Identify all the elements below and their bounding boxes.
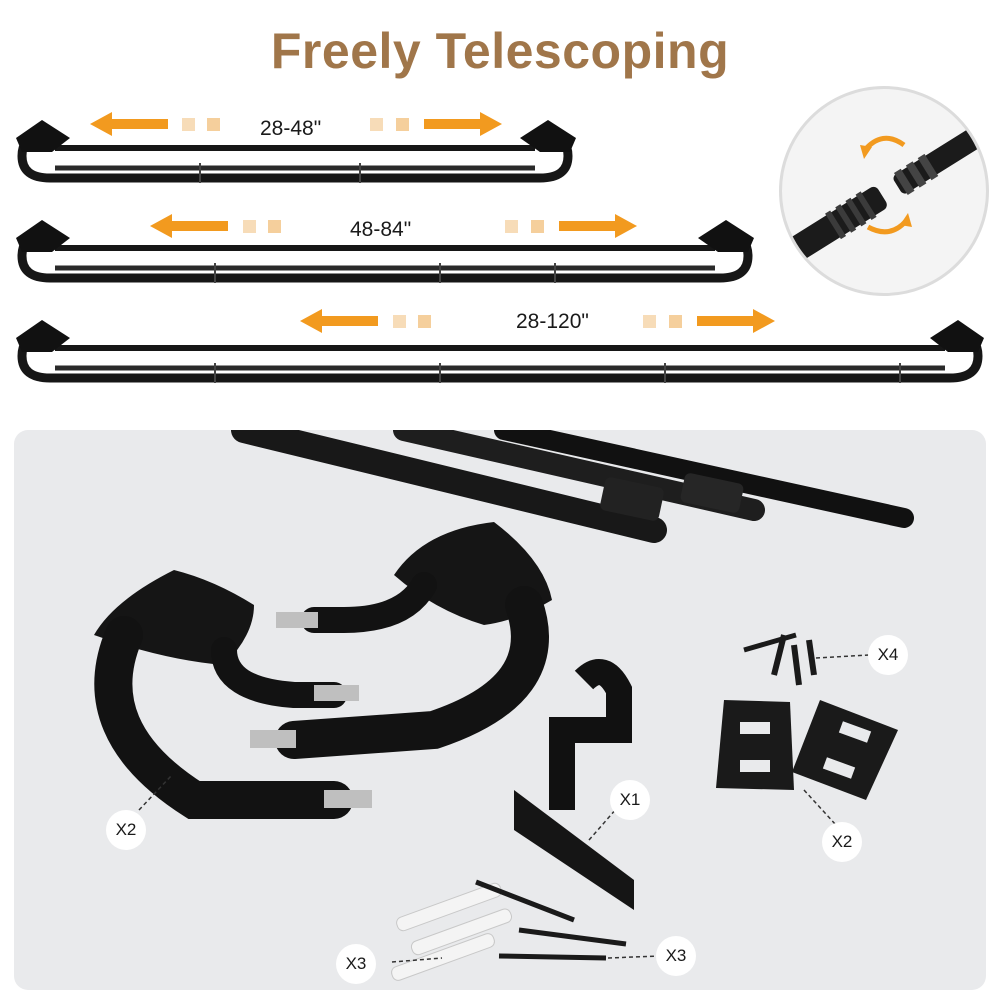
hardware-kit-panel: X2 X4 X2 X1 X3 X3 (14, 430, 986, 990)
rod-48-84 (0, 208, 770, 298)
dot (418, 315, 431, 328)
dot (396, 118, 409, 131)
qty-badge-brackets: X2 (106, 810, 146, 850)
dot (207, 118, 220, 131)
rod-length-label: 48-84" (350, 218, 412, 241)
dot (505, 220, 518, 233)
wall-anchors (391, 882, 513, 981)
dot (669, 315, 682, 328)
rod-length-label: 28-120" (516, 310, 589, 333)
dot (243, 220, 256, 233)
page-title: Freely Telescoping (270, 23, 730, 79)
arrow-left-icon (150, 214, 228, 238)
arrow-right-icon (424, 112, 502, 136)
dot (370, 118, 383, 131)
rod-sections (231, 430, 914, 543)
dot (182, 118, 195, 131)
rotate-icon (860, 135, 912, 235)
qty-badge-long-screws: X3 (656, 936, 696, 976)
dot (531, 220, 544, 233)
arrow-right-icon (697, 309, 775, 333)
qty-badge-single-bracket: X1 (610, 780, 650, 820)
telescoping-detail-zoom (779, 86, 989, 296)
qty-badge-small-screws: X4 (868, 635, 908, 675)
rod-length-label: 28-48" (260, 117, 322, 140)
arrow-left-icon (90, 112, 168, 136)
double-bracket (94, 522, 552, 819)
qty-badge-anchors: X3 (336, 944, 376, 984)
rod-28-48 (0, 108, 590, 198)
rod-28-120 (0, 308, 1000, 398)
mounting-plates (716, 700, 898, 800)
dot (268, 220, 281, 233)
arrow-left-icon (300, 309, 378, 333)
dot (393, 315, 406, 328)
arrow-right-icon (559, 214, 637, 238)
single-bracket (514, 659, 634, 910)
dot (643, 315, 656, 328)
small-screws (743, 632, 817, 686)
long-screws (475, 879, 627, 961)
qty-badge-plates: X2 (822, 822, 862, 862)
